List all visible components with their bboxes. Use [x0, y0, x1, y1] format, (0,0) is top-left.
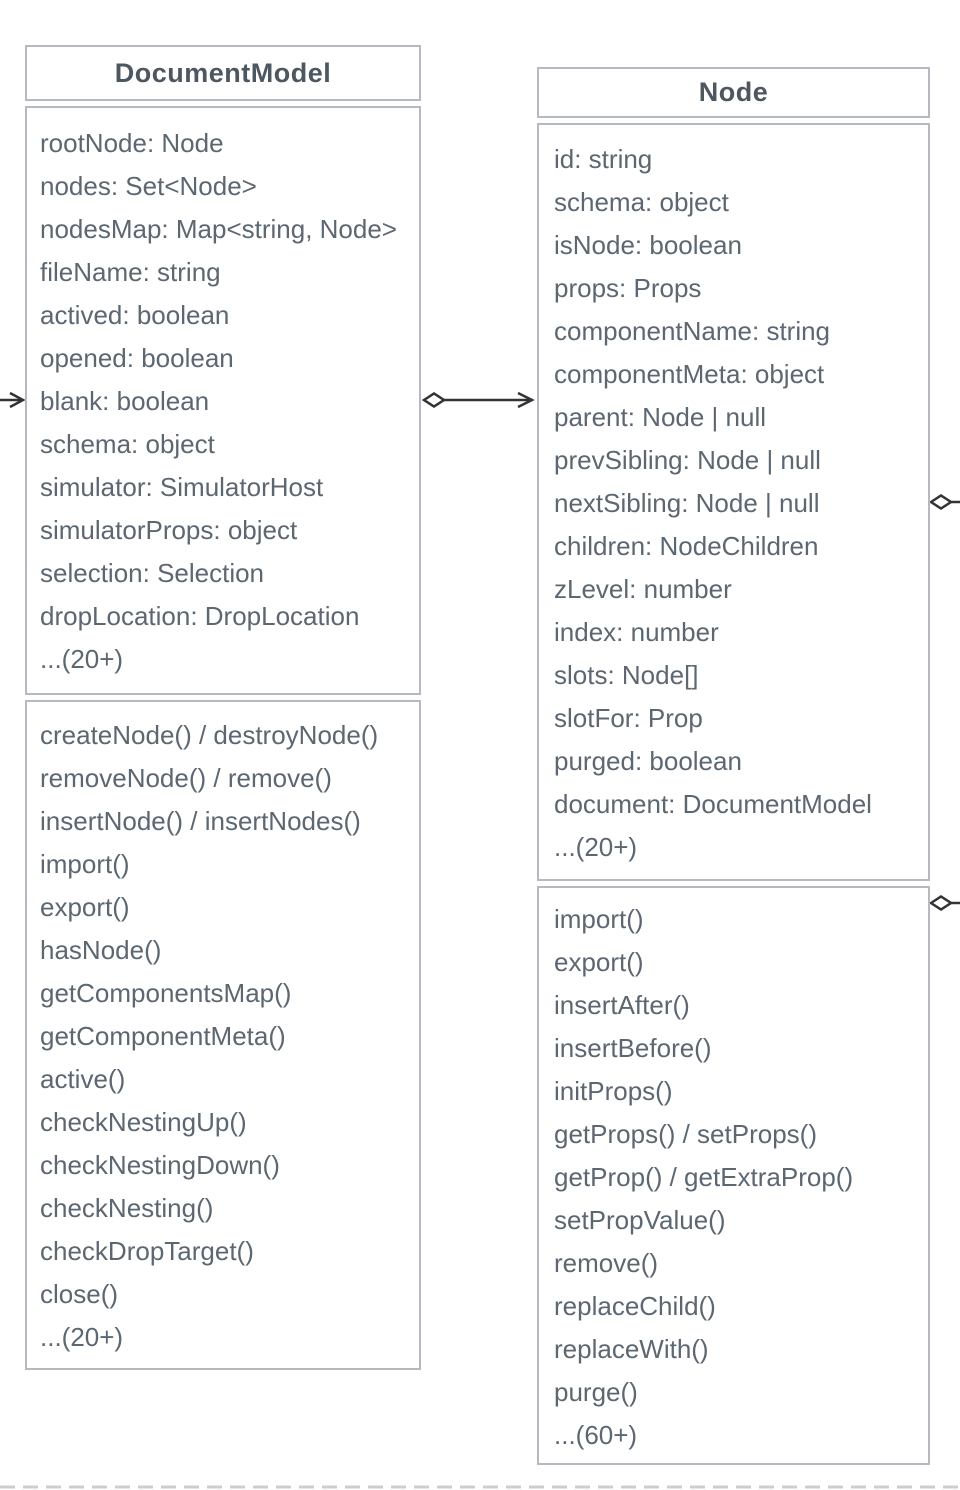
attribute-row: nodes: Set<Node> [40, 171, 257, 201]
attribute-row: document: DocumentModel [554, 789, 872, 819]
method-row: hasNode() [40, 935, 162, 965]
method-row: setPropValue() [554, 1205, 726, 1235]
attribute-row: schema: object [554, 187, 729, 217]
class-title-node: Node [537, 67, 930, 118]
method-row: import() [554, 904, 644, 934]
attribute-row: simulatorProps: object [40, 515, 298, 545]
method-row: close() [40, 1279, 119, 1309]
method-row: insertAfter() [554, 990, 690, 1020]
method-row: getComponentMeta() [40, 1021, 286, 1051]
method-row: getComponentsMap() [40, 978, 292, 1008]
method-row-ellipsis: ...(20+) [40, 1322, 124, 1352]
attribute-row: dropLocation: DropLocation [40, 601, 360, 631]
attribute-row: componentMeta: object [554, 359, 825, 389]
attribute-row: fileName: string [40, 257, 221, 287]
incoming-open-arrow [0, 391, 26, 409]
method-row: checkNestingDown() [40, 1150, 280, 1180]
method-row: purge() [554, 1377, 638, 1407]
method-row: import() [40, 849, 130, 879]
method-row: checkDropTarget() [40, 1236, 254, 1266]
method-row: remove() [554, 1248, 659, 1278]
documentmodel-methods-compartment: createNode() / destroyNode() removeNode(… [25, 700, 421, 1370]
attribute-row: simulator: SimulatorHost [40, 472, 324, 502]
attribute-row-ellipsis: ...(20+) [40, 644, 124, 674]
attribute-row: nodesMap: Map<string, Node> [40, 214, 397, 244]
method-row: checkNesting() [40, 1193, 214, 1223]
attribute-row: props: Props [554, 273, 702, 303]
method-row: export() [554, 947, 644, 977]
attribute-row: schema: object [40, 429, 215, 459]
method-row: export() [40, 892, 130, 922]
attribute-row: isNode: boolean [554, 230, 742, 260]
method-row-ellipsis: ...(60+) [554, 1420, 638, 1450]
attribute-row: rootNode: Node [40, 128, 224, 158]
node-right-aggregation-upper [928, 494, 960, 510]
method-row: insertNode() / insertNodes() [40, 806, 361, 836]
attribute-row: actived: boolean [40, 300, 230, 330]
attribute-row: children: NodeChildren [554, 531, 819, 561]
attribute-row-ellipsis: ...(20+) [554, 832, 638, 862]
documentmodel-node-aggregation [421, 391, 535, 409]
class-name-label: Node [698, 77, 769, 107]
attribute-row: slots: Node[] [554, 660, 699, 690]
node-methods-compartment: import() export() insertAfter() insertBe… [537, 886, 930, 1465]
method-row: getProps() / setProps() [554, 1119, 817, 1149]
attribute-row: opened: boolean [40, 343, 234, 373]
node-attributes-compartment: id: string schema: object isNode: boolea… [537, 123, 930, 881]
method-row: checkNestingUp() [40, 1107, 247, 1137]
method-row: replaceWith() [554, 1334, 709, 1364]
method-row: removeNode() / remove() [40, 763, 332, 793]
attribute-row: prevSibling: Node | null [554, 445, 821, 475]
attribute-row: blank: boolean [40, 386, 210, 416]
node-right-aggregation-lower [928, 895, 960, 911]
attribute-row: parent: Node | null [554, 402, 766, 432]
attribute-row: zLevel: number [554, 574, 732, 604]
class-name-label: DocumentModel [114, 57, 332, 88]
attribute-row: selection: Selection [40, 558, 265, 588]
method-row: insertBefore() [554, 1033, 712, 1063]
method-row: initProps() [554, 1076, 673, 1106]
method-row: replaceChild() [554, 1291, 716, 1321]
attribute-row: id: string [554, 144, 653, 174]
documentmodel-attributes-compartment: rootNode: Node nodes: Set<Node> nodesMap… [25, 106, 421, 695]
attribute-row: index: number [554, 617, 719, 647]
method-row: active() [40, 1064, 126, 1094]
attribute-row: nextSibling: Node | null [554, 488, 820, 518]
class-title-documentmodel: DocumentModel [25, 45, 421, 101]
attribute-row: componentName: string [554, 316, 831, 346]
attribute-row: slotFor: Prop [554, 703, 703, 733]
method-row: createNode() / destroyNode() [40, 720, 379, 750]
method-row: getProp() / getExtraProp() [554, 1162, 854, 1192]
attribute-row: purged: boolean [554, 746, 742, 776]
